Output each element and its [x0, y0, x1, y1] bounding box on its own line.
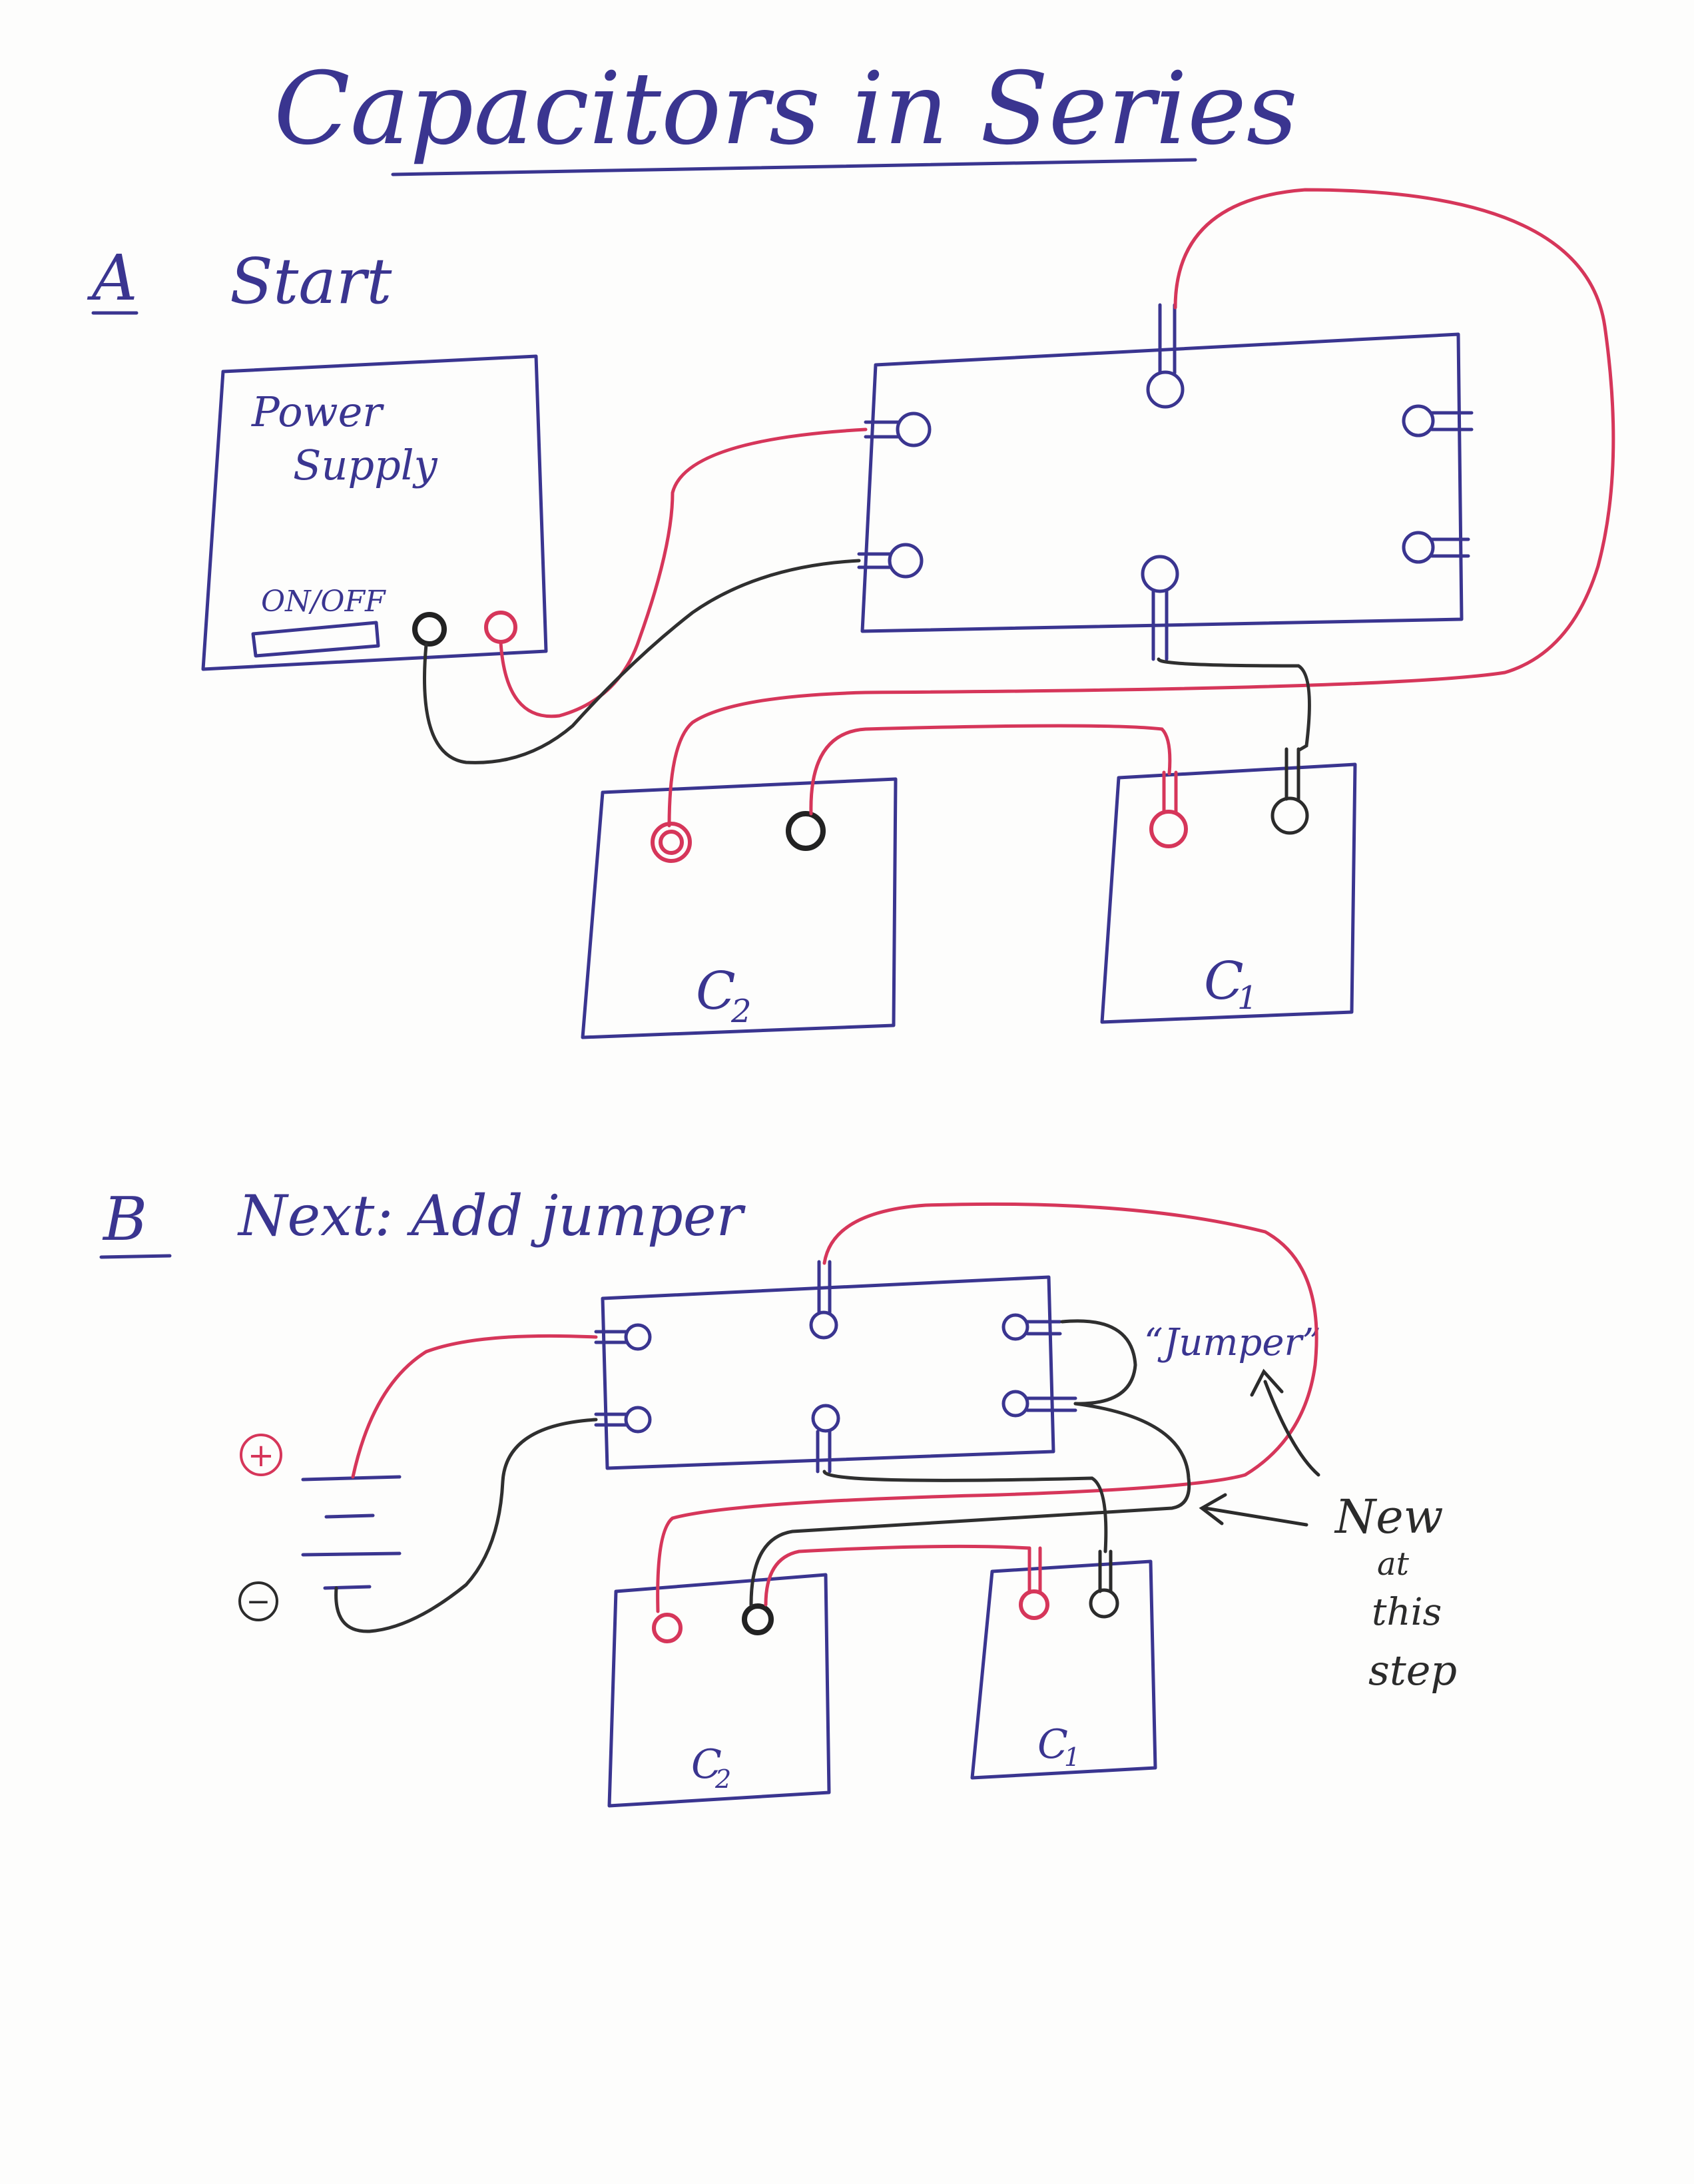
- wire-b-black-battery-to-switch: [334, 1418, 598, 1633]
- page-title: Capacitors in Series: [274, 51, 1298, 167]
- battery-minus-circle: [238, 1581, 278, 1621]
- wire-b-black-switch-to-c1: [822, 1470, 1108, 1553]
- capacitor-c2-red-terminal-a: [651, 822, 692, 863]
- switch-a-terminal-left-top: [864, 411, 932, 447]
- capacitor-c1-box-a: [1100, 762, 1357, 1024]
- wire-b-black-jumper-to-c2: [749, 1402, 1191, 1607]
- capacitor-c1-box-b: [970, 1559, 1157, 1780]
- power-supply-black-terminal: [412, 612, 447, 647]
- switch-box-b: [601, 1275, 1055, 1470]
- wire-b-red-top-loop: [656, 1202, 1318, 1613]
- power-supply-red-terminal: [484, 611, 517, 644]
- switch-b-terminal-left-top: [594, 1323, 652, 1351]
- capacitor-c1-black-terminal-a: [1270, 747, 1309, 835]
- capacitor-c2-label-a: C: [696, 961, 736, 1021]
- capacitor-c2-black-terminal-b: [742, 1603, 774, 1635]
- wire-a-black-switch-to-c1: [1157, 657, 1311, 752]
- capacitor-c1-red-terminal-b: [1019, 1546, 1049, 1620]
- power-supply-box: [201, 354, 548, 671]
- on-off-switch-label: ON/OFF: [261, 585, 386, 619]
- battery-plus-circle: [240, 1434, 282, 1476]
- jumper-label: “Jumper”: [1144, 1321, 1321, 1364]
- section-a-letter: A: [87, 242, 138, 315]
- arrow-to-new-wire-icon: [1199, 1493, 1308, 1527]
- switch-a-terminal-bottom-middle: [1141, 555, 1179, 661]
- new-annotation-line4: step: [1368, 1646, 1457, 1695]
- capacitor-c1-black-terminal-b: [1089, 1549, 1119, 1619]
- capacitor-c2-red-terminal-b: [652, 1613, 683, 1643]
- new-annotation-line3: this: [1372, 1591, 1442, 1634]
- jumper-wire: [1060, 1319, 1137, 1406]
- switch-b-terminal-right-top: [1001, 1313, 1062, 1341]
- capacitor-c2-black-terminal-a: [786, 811, 826, 851]
- wire-a-red-supply-to-switch: [499, 427, 868, 718]
- section-b-letter-underline: [99, 1254, 172, 1259]
- switch-a-terminal-left-bottom: [857, 543, 924, 579]
- capacitor-c2-red-terminal-ring-a: [659, 830, 684, 855]
- capacitor-c1-subscript-a: 1: [1237, 979, 1258, 1017]
- capacitor-c2-label-b: C: [691, 1741, 722, 1788]
- wire-a-red-top-loop: [667, 188, 1615, 828]
- switch-a-terminal-right-bottom: [1402, 531, 1470, 564]
- section-a-heading: Start: [230, 245, 392, 318]
- new-annotation-line1: New: [1334, 1490, 1444, 1544]
- wire-a-black-supply-to-switch: [423, 559, 861, 764]
- power-supply-label-line2: Supply: [293, 441, 438, 489]
- capacitor-c2-box-b: [607, 1573, 831, 1808]
- switch-box-a: [860, 332, 1464, 633]
- capacitor-c1-label-a: C: [1204, 952, 1244, 1011]
- section-b-heading: Next: Add jumper: [237, 1183, 746, 1248]
- battery-minus-sign: −: [246, 1585, 271, 1619]
- battery-symbol: [301, 1475, 402, 1590]
- on-off-switch: [251, 621, 380, 658]
- wire-b-red-battery-to-switch: [351, 1334, 598, 1479]
- title-underline: [391, 158, 1197, 176]
- capacitor-c1-label-b: C: [1037, 1721, 1068, 1768]
- new-annotation-line2: at: [1377, 1545, 1410, 1583]
- switch-a-terminal-top-middle: [1146, 303, 1185, 409]
- switch-b-terminal-top-middle: [809, 1260, 838, 1340]
- battery-plus-sign: +: [248, 1437, 274, 1474]
- wire-b-red-c2-to-c1: [764, 1544, 1031, 1607]
- capacitor-c1-subscript-b: 1: [1064, 1743, 1080, 1772]
- arrow-to-jumper-icon: [1250, 1368, 1320, 1477]
- capacitor-c2-subscript-b: 2: [714, 1765, 731, 1794]
- switch-b-terminal-left-bottom: [594, 1406, 652, 1434]
- wire-a-red-c2-to-c1: [809, 724, 1172, 816]
- capacitor-c2-subscript-a: 2: [730, 993, 752, 1030]
- capacitor-c1-red-terminal-a: [1149, 770, 1188, 848]
- switch-b-terminal-right-bottom: [1001, 1390, 1077, 1418]
- section-b-letter: B: [102, 1185, 147, 1254]
- switch-b-terminal-bottom-middle: [811, 1404, 840, 1474]
- power-supply-label-line1: Power: [251, 388, 384, 436]
- switch-a-terminal-right-top: [1402, 404, 1474, 437]
- capacitor-c2-box-a: [581, 777, 898, 1039]
